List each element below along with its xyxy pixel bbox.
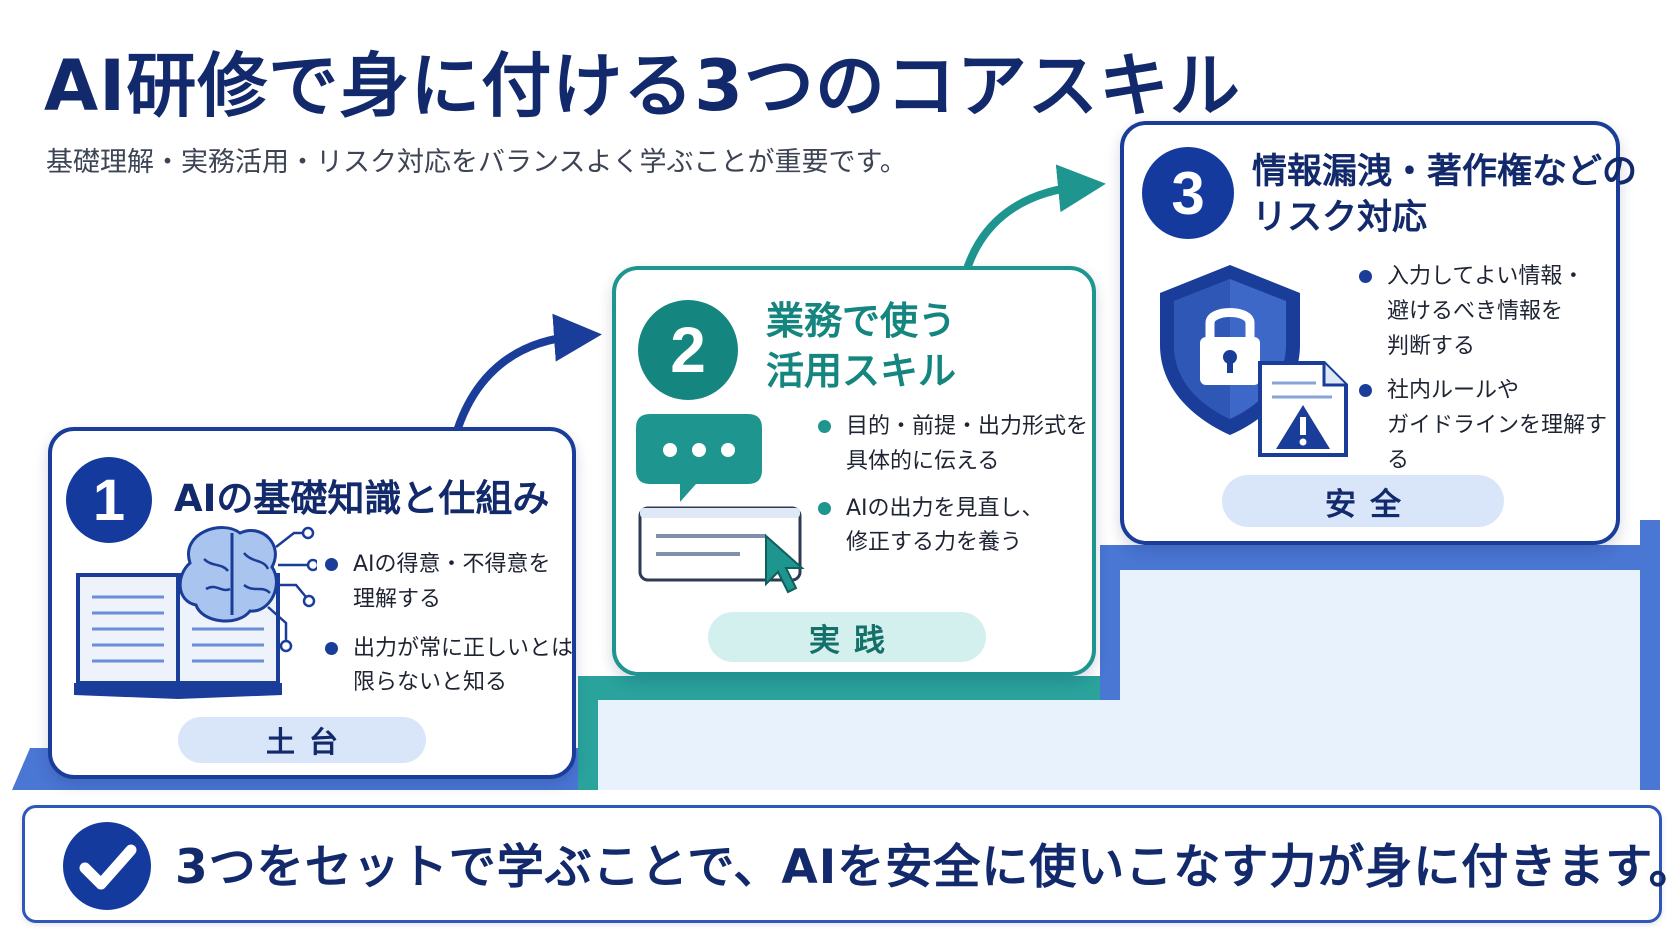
step-tag-3: 安全: [1222, 475, 1504, 527]
step-bullets-1: AIの得意・不得意を 理解する 出力が常に正しいとは 限らないと知る: [325, 548, 573, 715]
list-item: 社内ルールや ガイドラインを理解する: [1359, 374, 1619, 478]
stair-step-3: [1100, 545, 1660, 570]
step-tag-1: 土台: [178, 717, 426, 763]
stair-fill: [598, 545, 1660, 790]
book-brain-icon: [74, 526, 317, 699]
stair-riser-2: [578, 676, 598, 790]
stair-right-edge: [1640, 520, 1660, 790]
chat-cursor-icon: [636, 414, 805, 594]
shield-lock-warning-icon: [1160, 265, 1348, 457]
stair-step-2: [578, 676, 1120, 700]
step-title-1: AIの基礎知識と仕組み: [174, 477, 550, 520]
step-number-1: 1: [66, 457, 152, 543]
step-card-2: 2 業務で使う 活用スキル 目的・前提・出力形式を 具体的に伝える AIの出力を…: [612, 266, 1096, 676]
list-item: 目的・前提・出力形式を 具体的に伝える: [818, 410, 1090, 480]
step-card-1: 1 AIの基礎知識と仕組み AIの得意・不得意を 理解する 出力が常に: [48, 427, 576, 779]
step-card-3: 3 情報漏洩・著作権などの リスク対応 入力してよい情報・ 避けるべき情報を 判…: [1120, 121, 1637, 545]
step-bullets-2: 目的・前提・出力形式を 具体的に伝える AIの出力を見直し、 修正する力を養う: [818, 410, 1090, 573]
step-number-3: 3: [1142, 147, 1234, 239]
step-tag-2: 実践: [708, 612, 986, 662]
stair-riser-3: [1100, 545, 1120, 700]
arrow-step1-to-step2: [454, 313, 602, 432]
list-item: AIの得意・不得意を 理解する: [325, 548, 573, 618]
page-title: AI研修で身に付ける3つのコアスキル: [44, 45, 1241, 127]
list-item: 出力が常に正しいとは 限らないと知る: [325, 632, 573, 702]
step-title-3: 情報漏洩・著作権などの リスク対応: [1252, 152, 1638, 239]
page-subtitle: 基礎理解・実務活用・リスク対応をバランスよく学ぶことが重要です。: [46, 147, 907, 178]
conclusion-banner: 3つをセットで学ぶことで、AIを安全に使いこなす力が身に付きます。: [22, 805, 1672, 923]
step-bullets-3: 入力してよい情報・ 避けるべき情報を 判断する 社内ルールや ガイドラインを理解…: [1359, 260, 1619, 489]
list-item: 入力してよい情報・ 避けるべき情報を 判断する: [1359, 260, 1619, 364]
checkmark-icon: [63, 822, 151, 910]
conclusion-text: 3つをセットで学ぶことで、AIを安全に使いこなす力が身に付きます。: [175, 840, 1672, 895]
arrow-step2-to-step3: [964, 164, 1106, 270]
step-title-2: 業務で使う 活用スキル: [766, 299, 957, 394]
list-item: AIの出力を見直し、 修正する力を養う: [818, 492, 1090, 562]
step-number-2: 2: [638, 300, 738, 400]
